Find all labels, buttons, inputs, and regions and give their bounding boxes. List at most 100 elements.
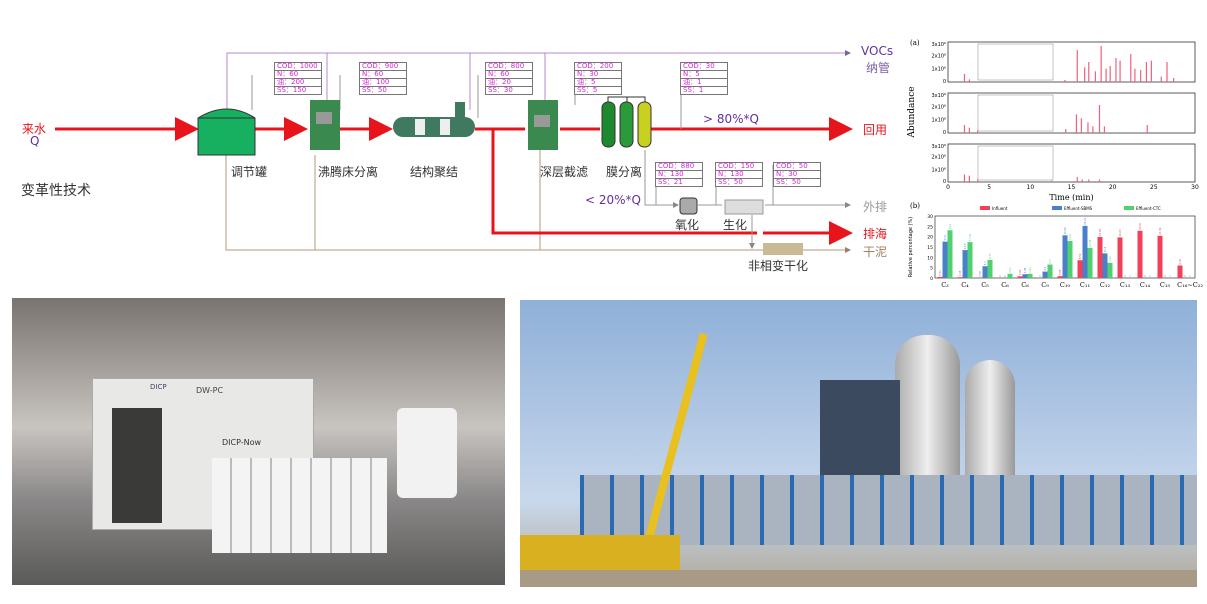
legend-label: Influent xyxy=(992,206,1008,211)
dicp-logo: DICP xyxy=(150,383,167,391)
data-label: 14.58 xyxy=(1088,239,1092,247)
inset-chart xyxy=(977,145,1054,181)
data-label: 6.05 xyxy=(1178,259,1182,265)
y-tick-label: 20 xyxy=(927,235,933,241)
legend-swatch xyxy=(1052,206,1062,210)
unit-label: 氧化 xyxy=(675,218,700,232)
x-tick-label: 30 xyxy=(1191,184,1199,191)
bar xyxy=(1022,274,1028,278)
data-label: 0.88 xyxy=(1058,269,1062,275)
vocs-line xyxy=(226,50,851,110)
y-tick-label: 3x10⁶ xyxy=(931,93,946,99)
x-tick-label: 15 xyxy=(1068,184,1076,191)
bar xyxy=(1057,276,1063,278)
bar xyxy=(1067,241,1073,278)
bar xyxy=(1117,237,1123,278)
y-tick-label: 1x10⁶ xyxy=(931,118,946,124)
water-tank xyxy=(397,408,457,498)
x-tick-label: C₅ xyxy=(981,281,989,289)
y-tick-label: 30 xyxy=(927,214,933,220)
x-tick-label: 0 xyxy=(946,184,950,191)
data-label: 11.9 xyxy=(1103,246,1107,252)
crane-truck xyxy=(520,535,680,575)
ground xyxy=(520,570,1197,587)
vocs-label: VOCs xyxy=(861,44,894,58)
y-tick-label: 3x10⁶ xyxy=(931,144,946,150)
y-tick-label: 3x10⁶ xyxy=(931,42,946,48)
bar xyxy=(1157,235,1163,278)
panel-label: (a) xyxy=(910,39,920,47)
bar xyxy=(1017,276,1023,278)
vocs-sub-label: 纳管 xyxy=(866,61,891,75)
data-label: 0 xyxy=(1183,275,1187,277)
bar xyxy=(982,266,988,278)
plot-frame xyxy=(947,41,1196,83)
x-axis-label: Time (min) xyxy=(1049,193,1093,202)
data-label: 0.38 xyxy=(958,270,962,276)
plot-frame xyxy=(947,92,1196,134)
data-label: 0 xyxy=(1123,275,1127,277)
bar xyxy=(987,259,993,278)
y-tick-label: 2x10⁶ xyxy=(931,155,946,161)
bar xyxy=(1062,235,1068,278)
bar xyxy=(1082,225,1088,278)
pipe-rack xyxy=(580,475,1197,545)
y-tick-label: 0 xyxy=(943,179,946,185)
inlet-label: 来水 xyxy=(22,122,47,136)
dryer-icon xyxy=(763,243,803,255)
panel-label: (b) xyxy=(910,202,920,210)
y-axis-label: Abundance xyxy=(907,86,917,138)
y-tick-label: 10 xyxy=(927,255,933,261)
bar xyxy=(1077,260,1083,278)
bar xyxy=(947,230,953,278)
x-tick-label: C₁₀ xyxy=(1060,281,1071,289)
bar xyxy=(962,250,968,278)
data-label: 0.83 xyxy=(1018,269,1022,275)
legend-swatch xyxy=(1124,206,1134,210)
data-label: 17.6 xyxy=(943,235,947,241)
y-tick-label: 25 xyxy=(927,224,933,230)
y-axis-label: Relative percentage (%) xyxy=(908,217,914,278)
inset-chart xyxy=(977,43,1054,81)
reuse-ratio: > 80%*Q xyxy=(703,112,759,126)
x-tick-label: C₁₆~C₂₂ xyxy=(1177,281,1203,289)
data-label: 8.74 xyxy=(988,253,992,259)
data-label: 5.7 xyxy=(983,261,987,265)
legend-label: Effluent-SBMS xyxy=(1064,206,1093,211)
x-tick-label: 20 xyxy=(1109,184,1117,191)
bar xyxy=(1047,264,1053,278)
data-label: 8.59 xyxy=(1078,253,1082,259)
data-label: 19.63 xyxy=(1118,229,1122,237)
data-label: 7.32 xyxy=(1108,256,1112,262)
data-label: 0 xyxy=(1003,275,1007,277)
membrane-icon xyxy=(601,96,652,148)
x-tick-label: C₁₂ xyxy=(1100,281,1111,289)
relative-percentage-bar-chart: (b)Relative percentage (%)0510152025300.… xyxy=(908,202,1203,289)
bar xyxy=(1097,236,1103,278)
bar xyxy=(1087,247,1093,278)
data-label: 25.22 xyxy=(1083,217,1087,225)
x-tick-label: C₁₅ xyxy=(1160,281,1171,289)
data-label: 22.87 xyxy=(1138,222,1142,230)
data-label: 2.02 xyxy=(1028,267,1032,273)
data-label: 2.04 xyxy=(1008,267,1012,273)
x-tick-label: 10 xyxy=(1027,184,1035,191)
sea-label: 排海 xyxy=(863,227,888,241)
data-label: 0 xyxy=(998,275,1002,277)
process-flow-diagram xyxy=(55,50,900,285)
unit-label: 结构聚结 xyxy=(410,165,459,179)
data-label: 0 xyxy=(1168,275,1172,277)
bar xyxy=(1107,262,1113,278)
lab-equipment-photo: DW-PC DICP DICP-Now xyxy=(12,298,505,585)
data-label: 17.9 xyxy=(1068,234,1072,240)
data-label: 23.1 xyxy=(948,223,952,229)
y-tick-label: 2x10⁶ xyxy=(931,53,946,59)
x-tick-label: 25 xyxy=(1150,184,1158,191)
data-label: 3.1 xyxy=(1043,266,1047,270)
